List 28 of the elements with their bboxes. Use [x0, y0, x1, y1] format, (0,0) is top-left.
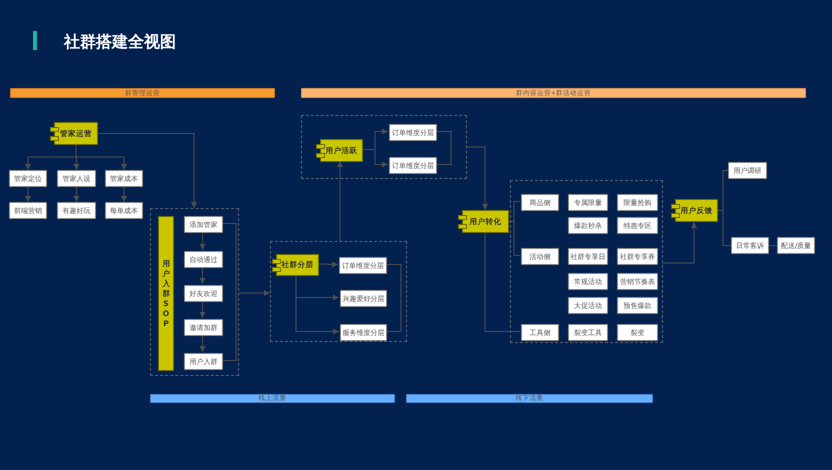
- arrow: [200, 232, 206, 250]
- arrow: [318, 262, 338, 268]
- arrow: [25, 186, 31, 202]
- arrow: [337, 160, 343, 242]
- arrow: [74, 186, 80, 202]
- connector-line: [718, 210, 732, 246]
- connector-line: [386, 264, 402, 332]
- arrow: [76, 144, 127, 170]
- connector-line: [436, 131, 452, 165]
- arrow: [238, 290, 270, 296]
- arrow: [466, 146, 488, 210]
- arrow: [98, 133, 197, 208]
- arrow: [296, 274, 340, 334]
- title: 社群搭建全视图: [64, 32, 176, 53]
- dashed-group-box: [301, 115, 467, 179]
- dashed-group-box: [510, 180, 663, 343]
- connector-line: [484, 232, 520, 332]
- connector-line: [768, 245, 778, 246]
- arrow: [200, 334, 206, 352]
- dashed-group-box: [270, 241, 407, 342]
- connector-line: [222, 223, 236, 361]
- connector-line: [508, 221, 520, 256]
- arrow: [200, 300, 206, 318]
- arrow: [662, 222, 697, 264]
- arrow: [362, 149, 388, 168]
- dashed-group-box: [150, 208, 239, 376]
- arrow: [200, 266, 206, 284]
- arrow: [121, 186, 127, 202]
